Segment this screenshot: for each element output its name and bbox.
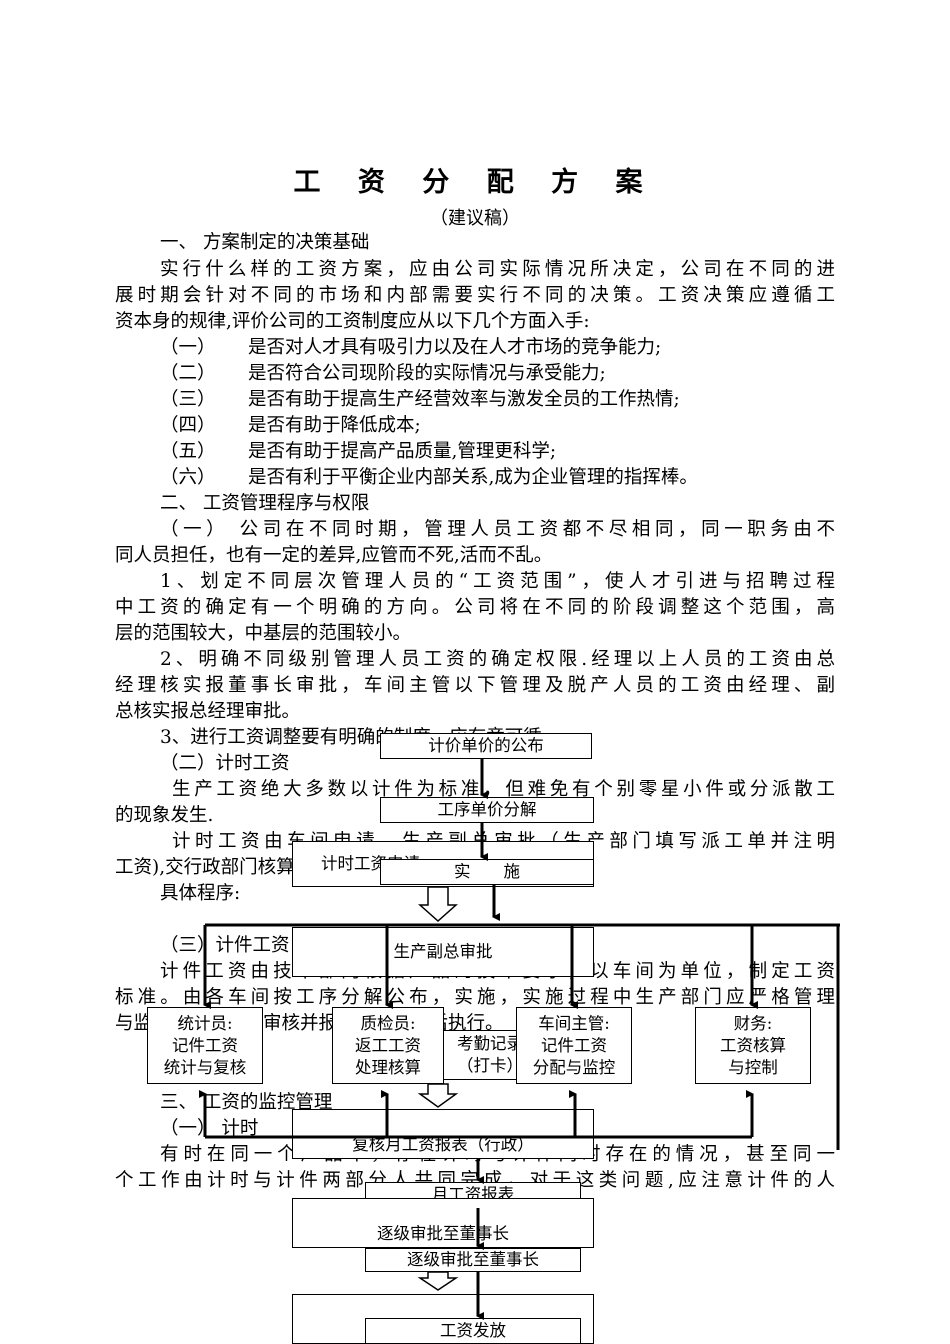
hollow-arrow-approve [417,1271,459,1291]
flow-box-finance: 财务: 工资核算 与控制 [695,1007,811,1084]
subsection-heading: （三）计件工资 [160,935,290,956]
paragraph-line: 展时期会针对不同的市场和内部需要实行不同的决策。工资决策应遵循工 [115,285,835,306]
paragraph-line: 1、划定不同层次管理人员的“工资范围”，使人才引进与招聘过程 [160,571,835,592]
subsection-heading: （二）计时工资 [160,753,290,774]
flow-box-implement: 实 施 [380,859,594,885]
page-subtitle: （建议稿） [430,208,520,229]
flow-box-approve-chairman-1: 逐级审批至董事长 [292,1198,594,1248]
criteria-item: （四）是否有助于降低成本; [160,415,421,436]
criteria-item: （二）是否符合公司现阶段的实际情况与承受能力; [160,363,606,384]
criteria-item: （一）是否对人才具有吸引力以及在人才市场的竞争能力; [160,337,662,358]
paragraph-line: 中工资的确定有一个明确的方向。公司将在不同的阶段调整这个范围，高 [115,597,835,618]
section-heading-1: 一、 方案制定的决策基础 [160,232,370,253]
section-heading-2: 二、 工资管理程序与权限 [160,493,370,514]
paragraph-line: 资本身的规律,评价公司的工资制度应从以下几个方面入手: [115,311,590,332]
paragraph-line: 实行什么样的工资方案，应由公司实际情况所决定，公司在不同的进 [160,259,835,280]
flow-box-payout: 工资发放 [365,1318,581,1344]
flow-box-process-split: 工序单价分解 [380,797,594,823]
paragraph-line: 总核实报总经理审批。 [115,701,301,722]
subsection-heading: （一） 计时 [160,1118,259,1139]
paragraph-line: 同人员担任，也有一定的差异,应管而不死,活而不乱。 [115,545,553,566]
flow-box-approve-chairman-2: 逐级审批至董事长 [365,1248,581,1272]
criteria-item: （六）是否有利于平衡企业内部关系,成为企业管理的指挥棒。 [160,467,698,488]
paragraph-line: 的现象发生. [115,805,214,826]
paragraph-line: 生产工资绝大多数以计件为标准，但难免有个别零星小件或分派散工 [172,779,835,800]
paragraph-line: 层的范围较大，中基层的范围较小。 [115,623,412,644]
criteria-item: （五）是否有助于提高产品质量,管理更科学; [160,441,557,462]
flow-box-vp-approve: 生产副总审批 [292,927,594,977]
flow-box-pricing-publish: 计价单价的公布 [380,733,592,759]
flow-box-review-monthly: 复核月工资报表（行政） [292,1109,594,1159]
criteria-item: （三）是否有助于提高生产经营效率与激发全员的工作热情; [160,389,680,410]
paragraph-line: 具体程序: [160,883,241,904]
flow-box-statistician: 统计员: 记件工资 统计与复核 [147,1007,263,1084]
flow-box-inspector: 质检员: 返工工资 处理核算 [332,1007,444,1084]
page-title: 工 资 分 配 方 案 [293,167,657,198]
paragraph-line: 标准。由各车间按工序分解公布，实施，实施过程中生产部门应严格管理 [115,987,835,1008]
paragraph-line: 经理核实报董事长审批，车间主管以下管理及脱产人员的工资由经理、副 [115,675,835,696]
paragraph-line: 2、明确不同级别管理人员工资的确定权限.经理以上人员的工资由总 [160,649,835,670]
flow-box-workshop-head: 车间主管: 记件工资 分配与监控 [516,1007,632,1084]
paragraph-line: （一） 公司在不同时期，管理人员工资都不尽相同，同一职务由不 [160,519,835,540]
paragraph-line: 个工作由计时与计件两部分人共同完成，对于这类问题,应注意计件的人 [115,1170,835,1191]
